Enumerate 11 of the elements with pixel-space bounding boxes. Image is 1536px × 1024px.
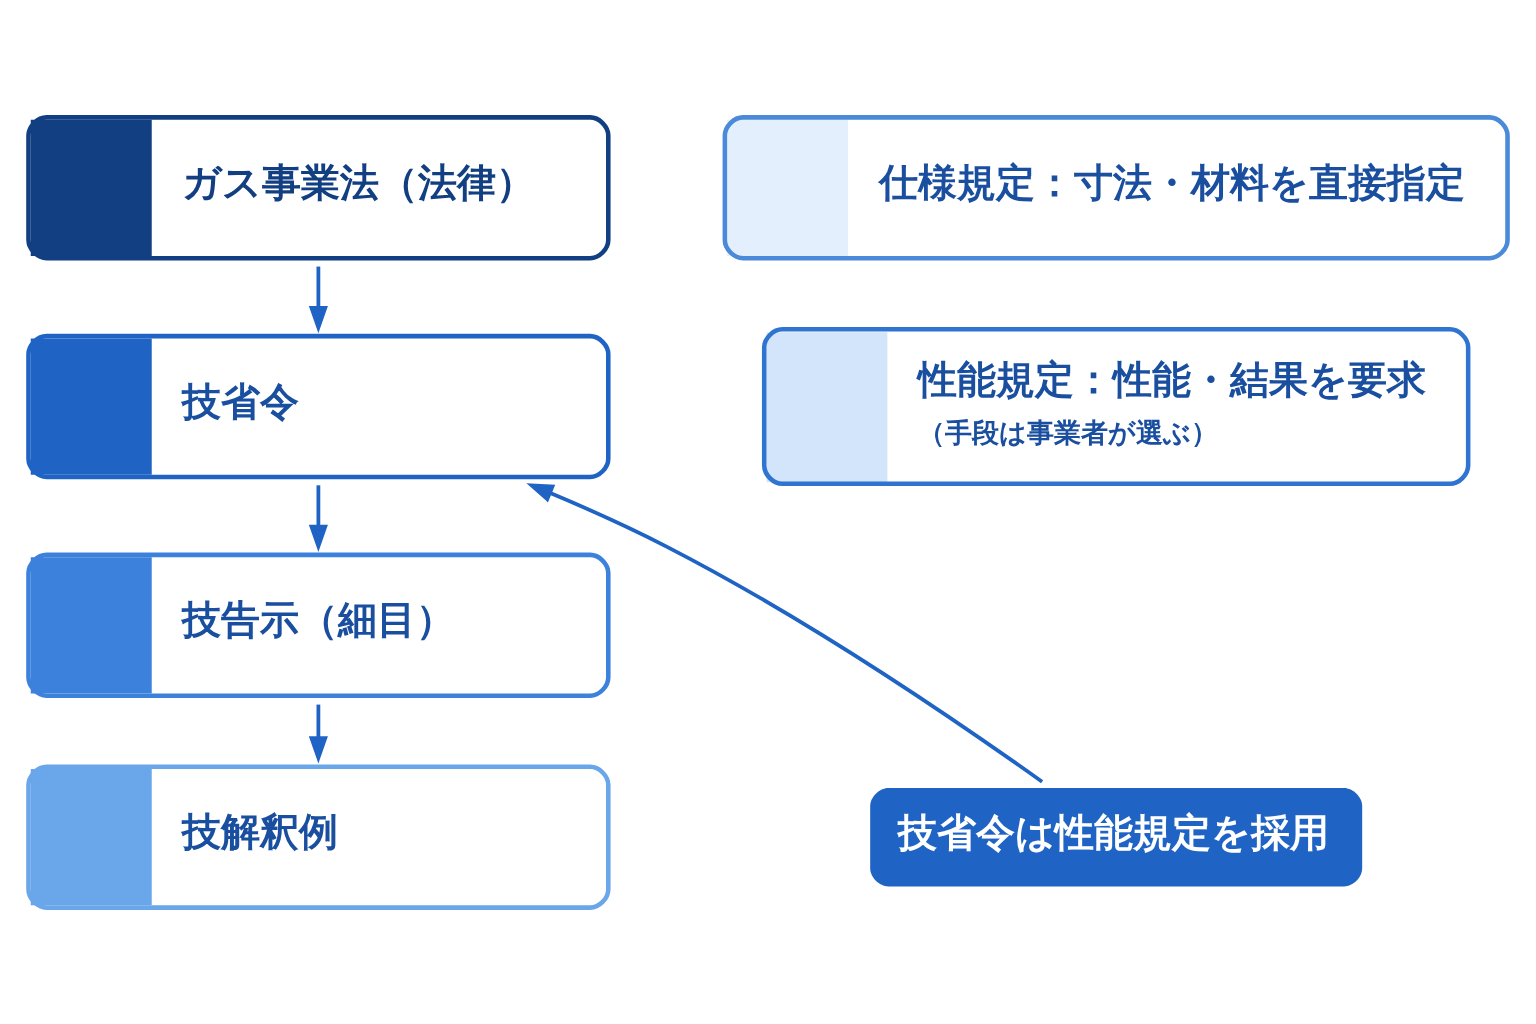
- arrow: [308, 704, 328, 764]
- node-box: 技告示（細目）: [26, 552, 611, 698]
- node-box: 技省令: [26, 333, 611, 479]
- node-box: 技省令は性能規定を採用: [870, 787, 1363, 886]
- node-box: 仕様規定：寸法・材料を直接指定: [722, 114, 1510, 260]
- node-box: 性能規定：性能・結果を要求 （手段は事業者が選ぶ）: [761, 326, 1471, 486]
- node-box: 技解釈例: [26, 764, 611, 910]
- arrow: [526, 482, 1044, 783]
- arrow: [308, 266, 328, 333]
- node-box: ガス事業法（法律）: [26, 114, 611, 260]
- arrow: [308, 484, 328, 552]
